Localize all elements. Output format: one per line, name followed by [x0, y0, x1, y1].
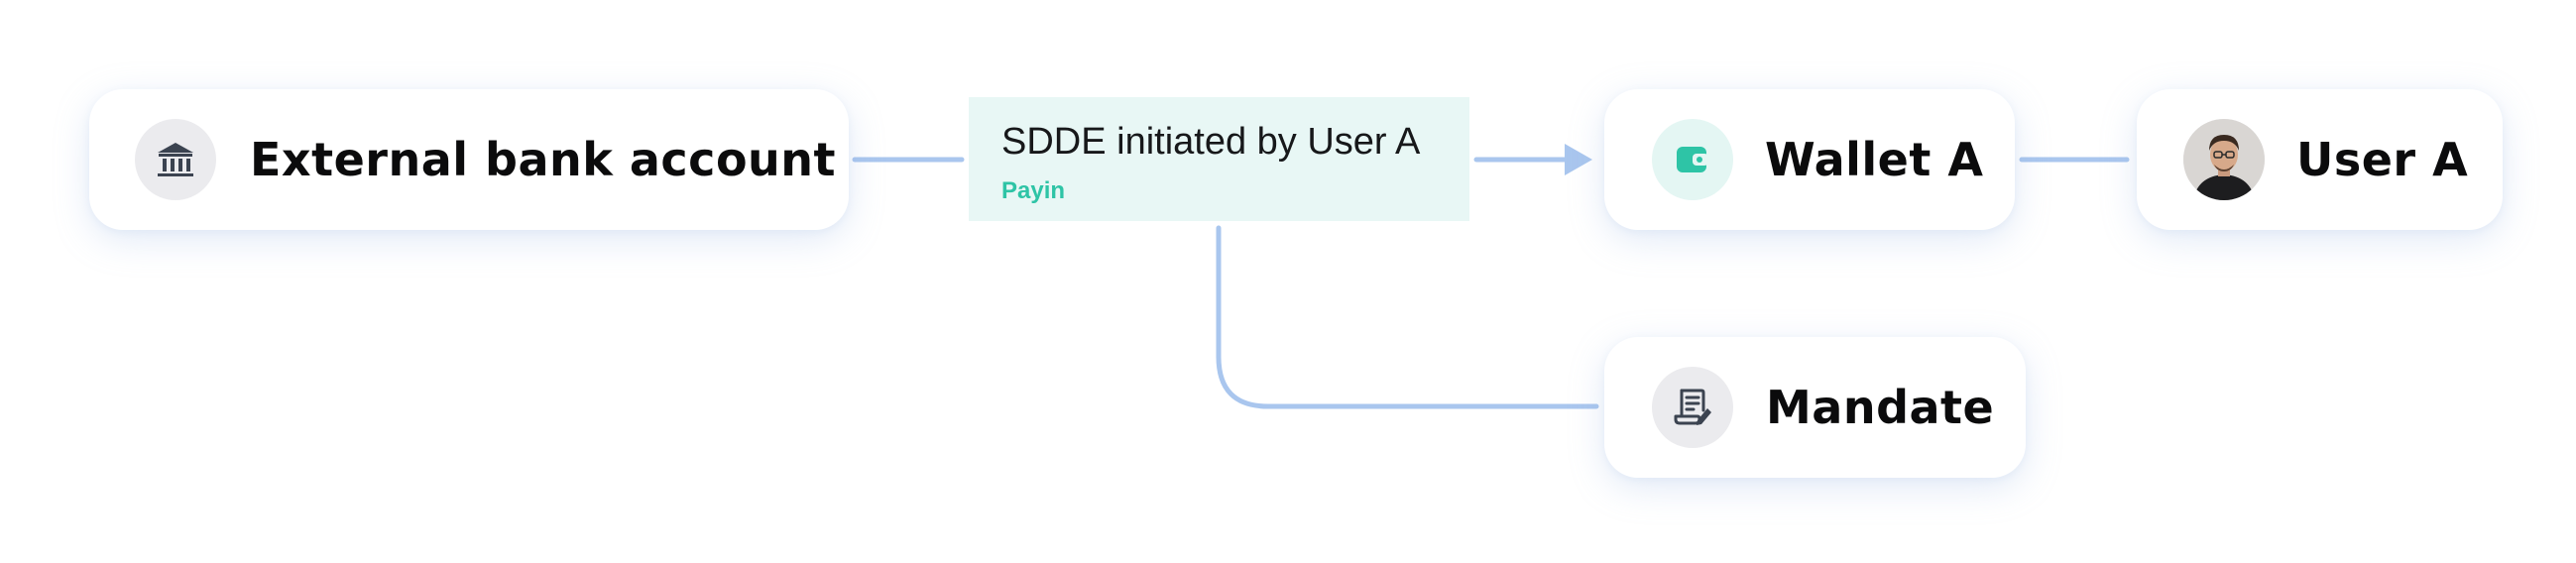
transaction-type: Payin: [1001, 177, 1066, 204]
mandate-node[interactable]: Mandate: [1604, 337, 2026, 478]
external-bank-account-node[interactable]: External bank account: [89, 89, 849, 230]
transaction-title: SDDE initiated by User A: [1001, 121, 1421, 163]
user-label: User A: [2296, 133, 2469, 186]
transaction-node[interactable]: SDDE initiated by User A Payin: [969, 97, 1469, 221]
user-avatar: [2183, 119, 2265, 200]
arrowhead-to-wallet: [1565, 144, 1592, 175]
external-bank-account-label: External bank account: [250, 133, 837, 186]
wallet-node[interactable]: Wallet A: [1604, 89, 2015, 230]
connector-transaction-to-mandate: [1216, 225, 1599, 409]
wallet-label: Wallet A: [1765, 133, 1984, 186]
user-node[interactable]: User A: [2137, 89, 2503, 230]
mandate-label: Mandate: [1766, 381, 1995, 434]
wallet-icon: [1652, 119, 1733, 200]
mandate-document-icon: [1652, 367, 1733, 448]
bank-icon: [135, 119, 216, 200]
